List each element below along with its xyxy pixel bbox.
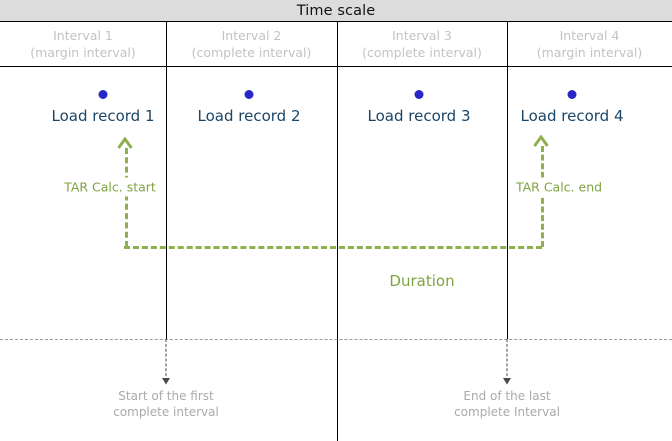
interval-divider-3 (507, 22, 508, 339)
interval-kind: (margin interval) (536, 45, 643, 60)
load-record-marker-1: Load record 1 (51, 90, 155, 125)
load-record-marker-4: Load record 4 (520, 90, 624, 125)
callout-text-last: End of the last complete Interval (454, 388, 560, 420)
record-dot-icon (98, 90, 108, 99)
callout-connector-last (506, 339, 508, 381)
callout-line-1: Start of the first (118, 389, 214, 403)
tar-end-arrow-icon (533, 135, 549, 147)
interval-divider-1 (166, 22, 167, 339)
interval-name: Interval 1 (53, 28, 113, 43)
interval-kind: (complete interval) (191, 45, 312, 60)
tar-start-label: TAR Calc. start (60, 177, 160, 197)
interval-header-1: Interval 1 (margin interval) (0, 22, 166, 66)
tar-start-arrow-icon (117, 137, 133, 149)
record-dot-icon (414, 90, 424, 99)
load-record-label: Load record 2 (197, 107, 301, 125)
tar-duration-connector (124, 246, 542, 249)
interval-divider-2 (337, 22, 338, 441)
record-dot-icon (567, 90, 577, 99)
callout-line-2: complete Interval (454, 405, 560, 419)
tar-end-label: TAR Calc. end (511, 177, 607, 197)
interval-name: Interval 3 (392, 28, 452, 43)
interval-header-4: Interval 4 (margin interval) (507, 22, 672, 66)
tar-end-riser (541, 146, 544, 247)
load-record-marker-2: Load record 2 (197, 90, 301, 125)
page-title: Time scale (296, 2, 376, 19)
interval-name: Interval 4 (559, 28, 620, 43)
interval-name: Interval 2 (221, 28, 282, 43)
load-record-label: Load record 3 (367, 107, 471, 125)
interval-kind: (complete interval) (362, 45, 482, 60)
time-scale-band: Time scale (0, 0, 672, 22)
callout-arrowhead-last-icon (503, 378, 511, 385)
tar-start-riser (125, 148, 128, 247)
load-record-label: Load record 4 (520, 107, 624, 125)
duration-label: Duration (389, 272, 455, 290)
interval-header-3: Interval 3 (complete interval) (337, 22, 507, 66)
load-record-label: Load record 1 (51, 107, 155, 125)
callout-line-1: End of the last (463, 389, 551, 403)
callout-line-2: complete interval (113, 405, 219, 419)
interval-header-2: Interval 2 (complete interval) (166, 22, 337, 66)
callout-text-first: Start of the first complete interval (113, 388, 219, 420)
callout-connector-first (165, 339, 167, 381)
interval-header-row: Interval 1 (margin interval) Interval 2 … (0, 22, 672, 67)
load-record-marker-3: Load record 3 (367, 90, 471, 125)
record-dot-icon (244, 90, 254, 99)
interval-kind: (margin interval) (30, 45, 136, 60)
callout-arrowhead-first-icon (162, 378, 170, 385)
bottom-separator (0, 339, 672, 340)
